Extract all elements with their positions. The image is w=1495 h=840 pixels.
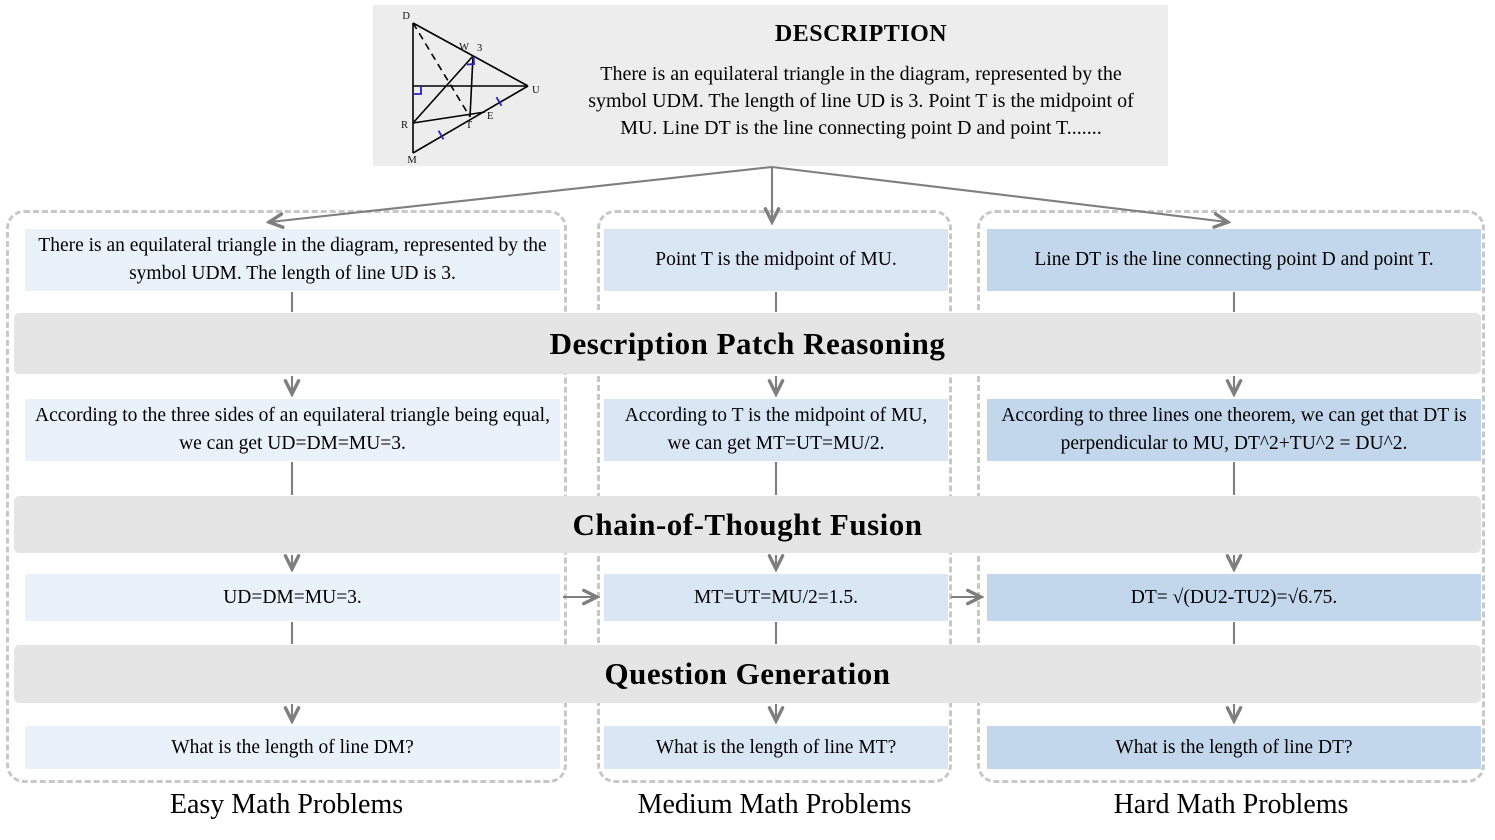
description-body: There is an equilateral triangle in the … <box>588 63 1134 140</box>
description-panel: D W 3 U R E T M DESCRIPTION There is an … <box>373 5 1168 166</box>
hard-patch-box: Line DT is the line connecting point D a… <box>987 229 1481 291</box>
vertex-label-w: W <box>459 42 469 53</box>
medium-question-box: What is the length of line MT? <box>604 726 948 769</box>
medium-reasoning-box: According to T is the midpoint of MU, we… <box>604 399 948 461</box>
easy-fusion-box: UD=DM=MU=3. <box>25 574 560 621</box>
vertex-label-d: D <box>402 11 410 22</box>
easy-question-box: What is the length of line DM? <box>25 726 560 769</box>
tick-mark <box>437 130 445 140</box>
easy-reasoning-box: According to the three sides of an equil… <box>25 399 560 461</box>
medium-patch-box: Point T is the midpoint of MU. <box>604 229 948 291</box>
stage-label: Description Patch Reasoning <box>549 325 946 361</box>
hard-reasoning-box: According to three lines one theorem, we… <box>987 399 1481 461</box>
vertex-label-u: U <box>532 85 540 96</box>
tick-mark <box>495 96 503 107</box>
hard-question-box: What is the length of line DT? <box>987 726 1481 769</box>
description-title: DESCRIPTION <box>774 21 948 47</box>
stage-label: Question Generation <box>604 656 891 691</box>
vertex-label-r: R <box>401 120 408 131</box>
stage-question-generation: Question Generation <box>14 645 1481 703</box>
description-content: DESCRIPTION There is an equilateral tria… <box>588 5 1168 166</box>
geometry-diagram: D W 3 U R E T M <box>401 11 540 165</box>
vertex-label-t: T <box>466 120 473 131</box>
right-angle-mark <box>413 86 422 95</box>
medium-column-label: Medium Math Problems <box>637 789 912 820</box>
stage-label: Chain-of-Thought Fusion <box>572 506 923 542</box>
stage-chain-of-thought-fusion: Chain-of-Thought Fusion <box>14 496 1481 553</box>
vertex-label-e: E <box>487 111 493 122</box>
medium-fusion-box: MT=UT=MU/2=1.5. <box>604 574 948 621</box>
right-angle-mark <box>466 56 475 66</box>
vertex-label-m: M <box>407 155 417 165</box>
hard-column-label: Hard Math Problems <box>1113 789 1349 820</box>
easy-column-label: Easy Math Problems <box>169 789 404 820</box>
stage-description-patch-reasoning: Description Patch Reasoning <box>14 313 1481 374</box>
easy-patch-box: There is an equilateral triangle in the … <box>25 229 560 291</box>
length-label-3: 3 <box>477 43 482 54</box>
hard-fusion-box: DT= √(DU2-TU2)=√6.75. <box>987 574 1481 621</box>
